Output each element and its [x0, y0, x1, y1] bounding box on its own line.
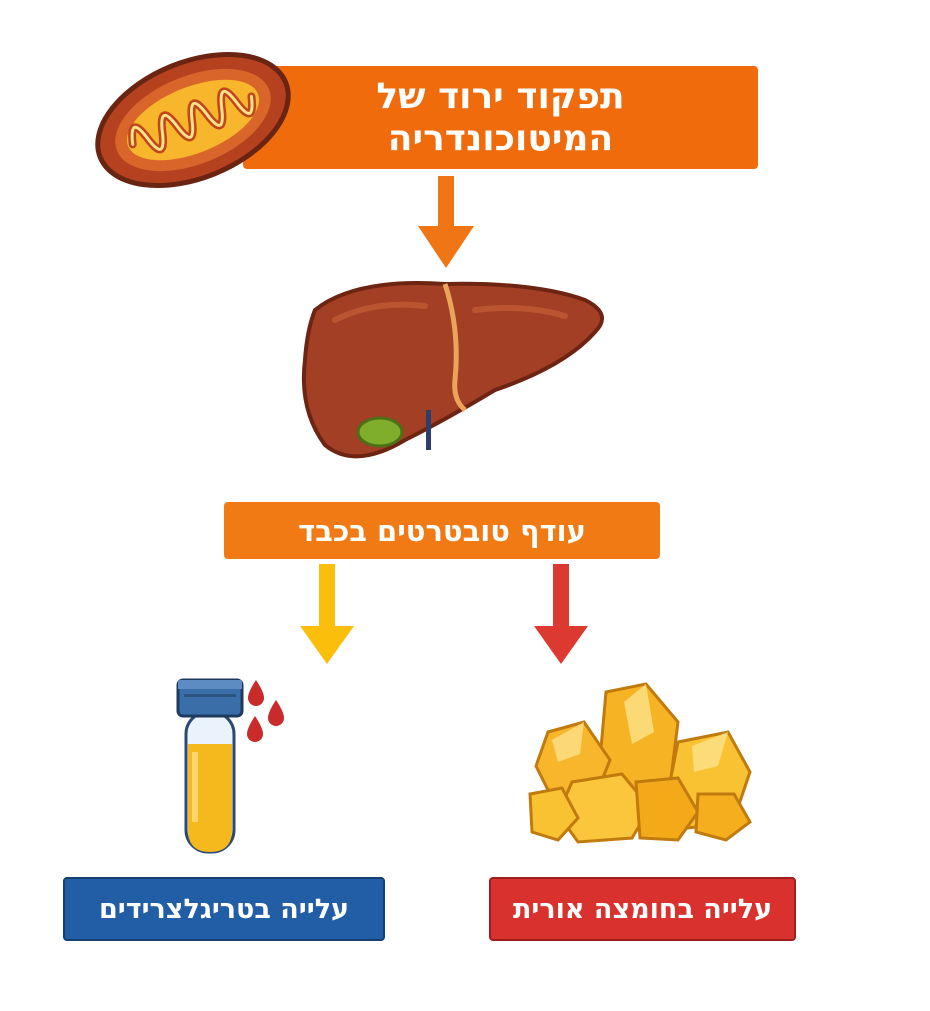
mitochondria-box-line2: המיטוכונדריה	[387, 117, 614, 159]
down-arrow-top	[418, 176, 474, 268]
mitochondria-box-line1: תפקוד ירוד של	[376, 75, 625, 117]
blood-drops-icon	[247, 680, 284, 742]
mitochondria-dysfunction-box: תפקוד ירוד של המיטוכונדריה	[243, 66, 758, 169]
triglycerides-rise-label: עלייה בטריגלצרידים	[98, 893, 350, 925]
uric-acid-rise-box: עלייה בחומצה אורית	[489, 877, 796, 941]
down-arrow-left	[300, 564, 354, 664]
test-tube-icon	[176, 678, 244, 854]
hepatic-excess-label: עודף טובטרטים בכבד	[298, 513, 586, 548]
crystals-icon	[528, 682, 752, 844]
uric-acid-rise-label: עלייה בחומצה אורית	[512, 893, 773, 925]
mitochondrion-icon	[95, 51, 291, 189]
triglycerides-rise-box: עלייה בטריגלצרידים	[63, 877, 385, 941]
liver-icon	[301, 281, 605, 459]
hepatic-excess-box: עודף טובטרטים בכבד	[224, 502, 660, 559]
down-arrow-right	[534, 564, 588, 664]
